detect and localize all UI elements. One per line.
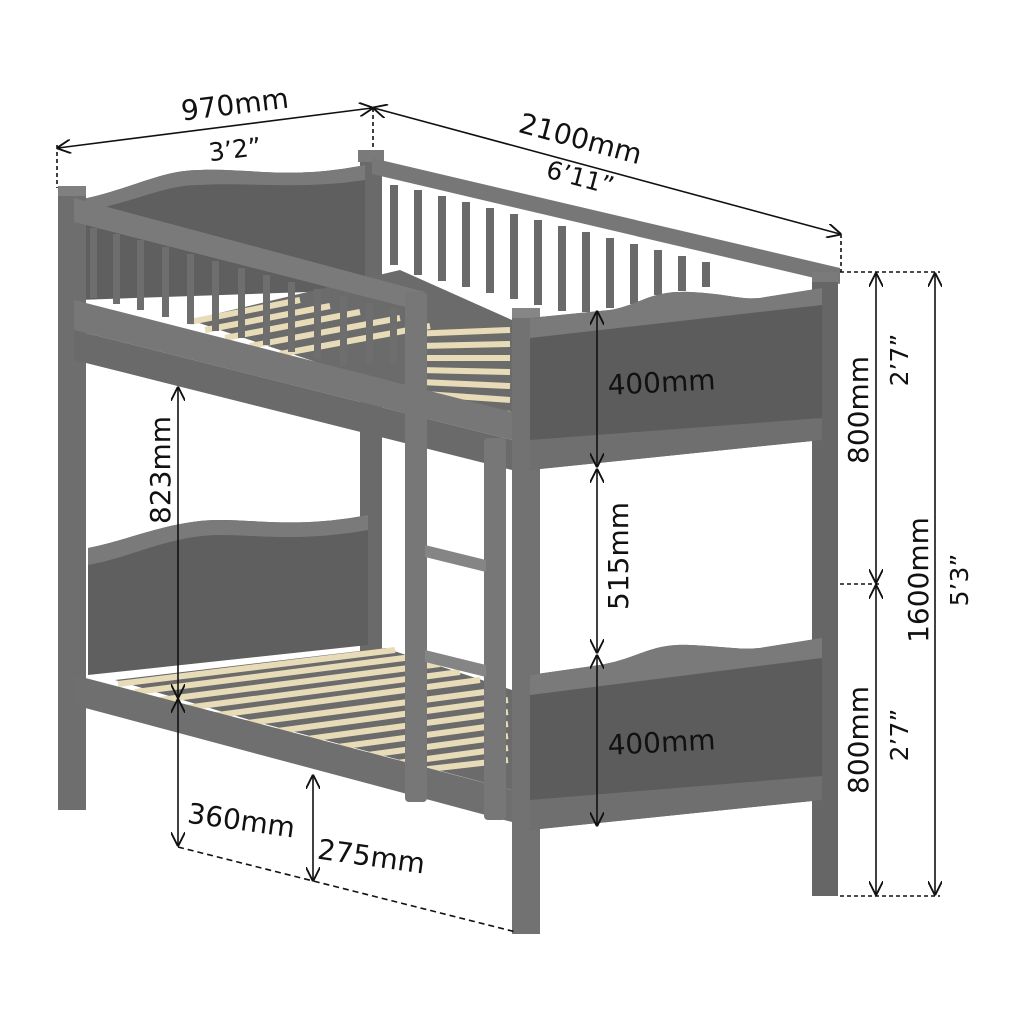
dimension-lines bbox=[57, 108, 940, 933]
total-height-imperial-label: 5’3” bbox=[945, 554, 974, 607]
lower-height-imperial-label: 2’7” bbox=[885, 709, 914, 762]
upper-panel-label: 400mm bbox=[607, 363, 717, 402]
length-metric-label: 2100mm bbox=[515, 107, 645, 171]
total-height-metric-label: 1600mm bbox=[902, 517, 935, 643]
gap-label: 515mm bbox=[602, 502, 635, 610]
width-imperial-label: 3’2” bbox=[207, 132, 263, 167]
bunk-clearance-label: 823mm bbox=[144, 416, 177, 524]
lower-panel-label: 400mm bbox=[607, 723, 717, 762]
lower-rail-height-label: 360mm bbox=[186, 797, 298, 845]
upper-height-metric-label: 800mm bbox=[842, 356, 875, 464]
under-bed-clearance-label: 275mm bbox=[316, 833, 428, 881]
ladder bbox=[405, 292, 506, 820]
lower-height-metric-label: 800mm bbox=[842, 686, 875, 794]
upper-height-imperial-label: 2’7” bbox=[885, 334, 914, 387]
bed-frame bbox=[58, 150, 840, 934]
